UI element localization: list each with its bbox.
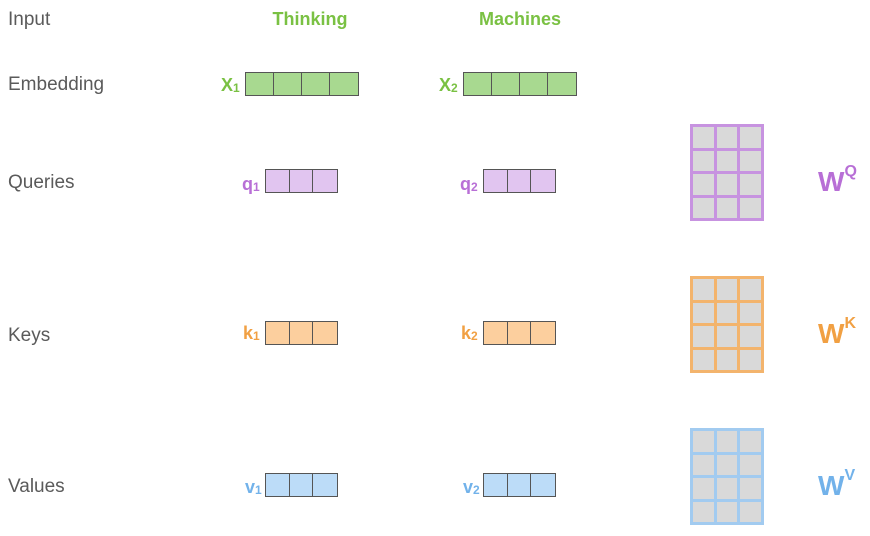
input-word-2: Machines	[478, 9, 562, 29]
q1-vector	[265, 169, 338, 193]
wv-matrix	[690, 428, 764, 525]
k1-vector	[265, 321, 338, 345]
wq-label: WQ	[818, 163, 857, 197]
keys-label: Keys	[8, 325, 51, 346]
queries-label: Queries	[8, 172, 75, 193]
k1-label: k1	[243, 323, 260, 343]
wk-matrix	[690, 276, 764, 373]
wk-label: WK	[818, 315, 856, 349]
embedding-label: Embedding	[8, 74, 105, 95]
k2-label: k2	[461, 323, 478, 343]
input-word-1: Thinking	[272, 9, 348, 29]
k2-vector	[483, 321, 556, 345]
v1-label: v1	[245, 477, 262, 497]
x1-vector	[245, 72, 359, 96]
x2-label: X2	[439, 75, 458, 95]
x1-label: X1	[221, 75, 240, 95]
q1-label: q1	[242, 174, 260, 194]
v2-label: v2	[463, 477, 480, 497]
q2-label: q2	[460, 174, 478, 194]
x2-vector	[463, 72, 577, 96]
v1-vector	[265, 473, 338, 497]
wq-matrix	[690, 124, 764, 221]
wv-label: WV	[818, 467, 856, 501]
q2-vector	[483, 169, 556, 193]
v2-vector	[483, 473, 556, 497]
values-label: Values	[8, 476, 65, 497]
input-label: Input	[8, 9, 51, 30]
